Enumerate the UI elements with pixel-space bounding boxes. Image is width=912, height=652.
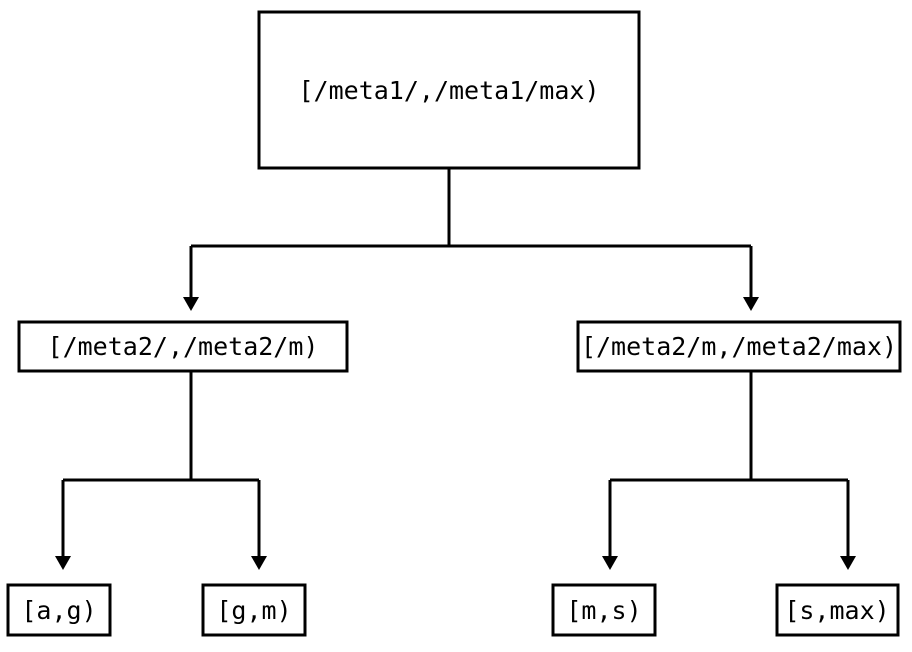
arrowhead-to-leaf-g-m — [251, 556, 267, 570]
edge-mid-right-to-leaves-group — [602, 371, 856, 570]
arrowhead-to-leaf-s-max — [840, 556, 856, 570]
node-mid-left-box[interactable] — [17, 320, 349, 373]
node-leaf-a-g-box[interactable] — [6, 583, 112, 637]
node-root[interactable]: [/meta1/,/meta1/max) — [257, 10, 641, 170]
node-leaf-m-s-label: [m,s) — [566, 596, 641, 625]
edge-root-to-mid-group — [183, 168, 759, 311]
node-leaf-s-max-box[interactable] — [775, 583, 900, 637]
node-mid-right[interactable]: [/meta2/m,/meta2/max) — [576, 320, 902, 373]
node-mid-right-box[interactable] — [576, 320, 902, 373]
node-root-box[interactable] — [257, 10, 641, 170]
node-leaf-a-g[interactable]: [a,g) — [6, 583, 112, 637]
node-leaf-g-m[interactable]: [g,m) — [201, 583, 307, 637]
node-leaf-s-max[interactable]: [s,max) — [775, 583, 900, 637]
node-leaf-m-s[interactable]: [m,s) — [551, 583, 657, 637]
node-mid-left[interactable]: [/meta2/,/meta2/m) — [17, 320, 349, 373]
node-mid-left-label: [/meta2/,/meta2/m) — [48, 332, 319, 361]
arrowhead-to-mid-left — [183, 297, 199, 311]
edge-mid-left-to-leaves-group — [55, 371, 267, 570]
node-leaf-g-m-label: [g,m) — [216, 596, 291, 625]
arrowhead-to-leaf-a-g — [55, 556, 71, 570]
arrowhead-to-leaf-m-s — [602, 556, 618, 570]
node-leaf-s-max-label: [s,max) — [784, 596, 889, 625]
node-root-label: [/meta1/,/meta1/max) — [298, 76, 599, 105]
arrowhead-to-mid-right — [743, 297, 759, 311]
node-leaf-m-s-box[interactable] — [551, 583, 657, 637]
node-mid-right-label: [/meta2/m,/meta2/max) — [581, 332, 897, 361]
node-leaf-g-m-box[interactable] — [201, 583, 307, 637]
node-leaf-a-g-label: [a,g) — [21, 596, 96, 625]
